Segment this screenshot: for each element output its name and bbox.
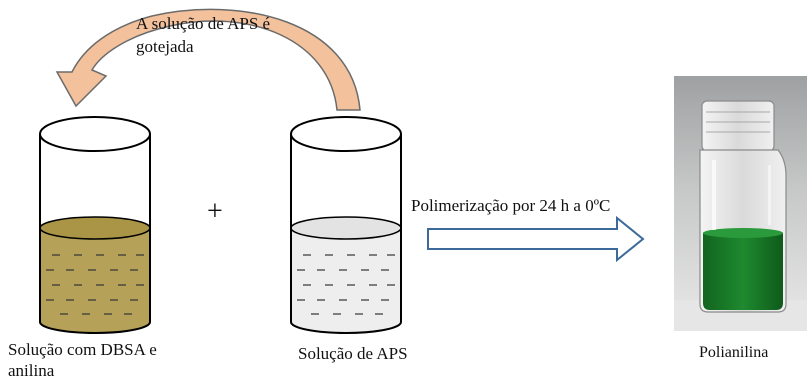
beaker-left bbox=[39, 116, 151, 334]
process-label: Polimerização por 24 h a 0ºC bbox=[411, 196, 611, 215]
product-photo bbox=[674, 76, 807, 331]
beaker-middle bbox=[290, 116, 402, 334]
product-liquid bbox=[703, 229, 783, 310]
beaker-middle-liquid bbox=[291, 217, 401, 333]
beaker-middle-label: Solução de APS bbox=[298, 344, 408, 363]
beaker-left-rim bbox=[39, 116, 151, 152]
arc-caption-line2: gotejada bbox=[136, 37, 194, 56]
plus-sign: + bbox=[207, 196, 223, 227]
beaker-middle-liquid-surface bbox=[290, 216, 402, 240]
beaker-left-label-line2: anilina bbox=[8, 361, 55, 380]
process-arrow bbox=[427, 215, 645, 263]
beaker-left-label-line1: Solução com DBSA e bbox=[8, 340, 157, 359]
product-label: Polianilina bbox=[699, 344, 769, 361]
beaker-left-liquid bbox=[40, 217, 150, 333]
beaker-middle-rim bbox=[290, 116, 402, 152]
beaker-left-liquid-surface bbox=[39, 216, 151, 240]
curved-arrow bbox=[55, 8, 361, 111]
arc-caption-line1: A solução de APS é bbox=[136, 14, 271, 33]
